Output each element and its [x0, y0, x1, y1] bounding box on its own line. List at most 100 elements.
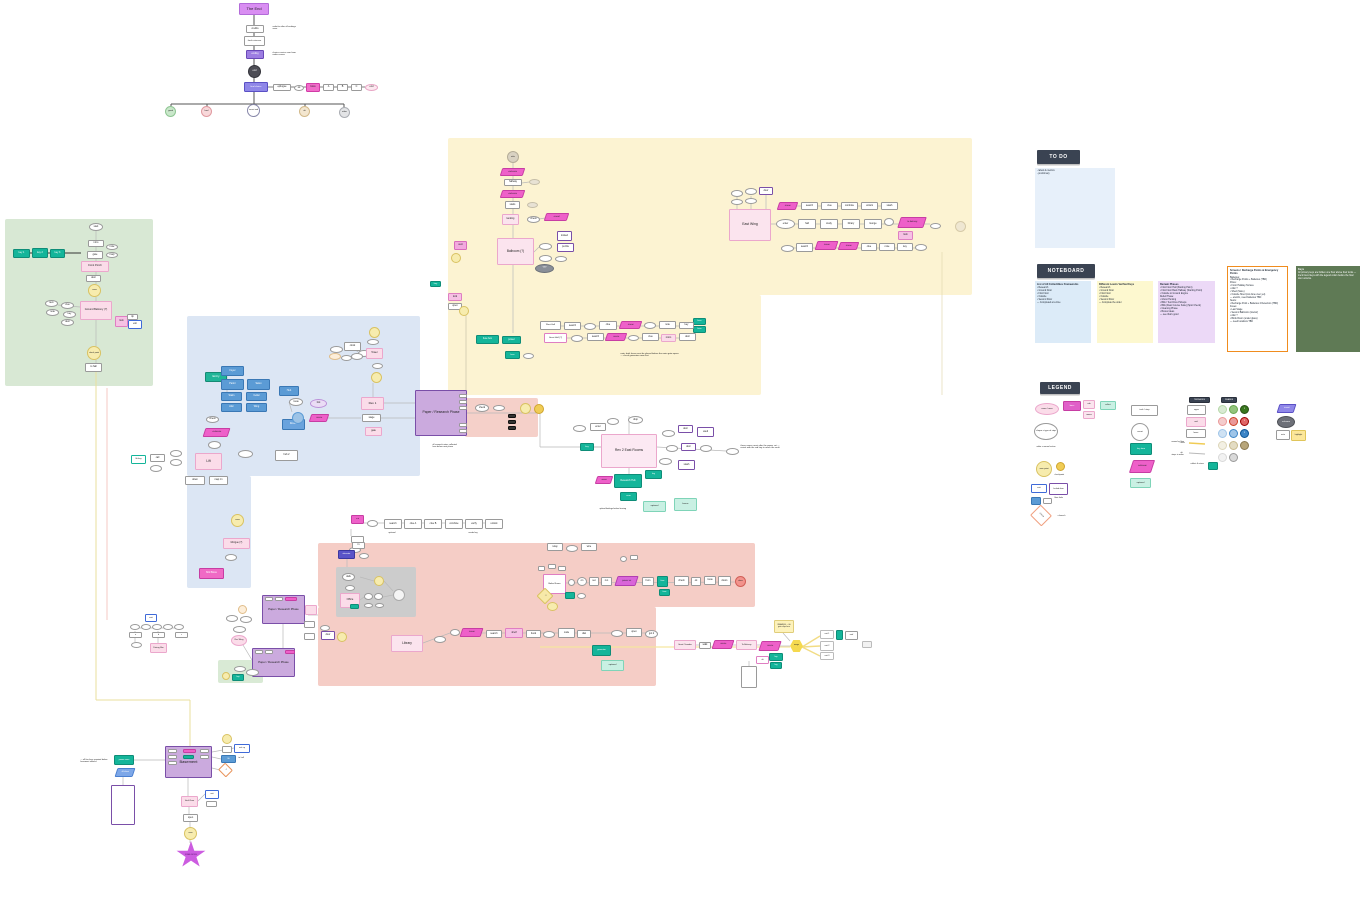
diagram-node[interactable] — [200, 755, 209, 759]
diagram-node[interactable]: key — [580, 443, 594, 451]
diagram-node[interactable]: Entry — [205, 372, 227, 382]
yellow-zone-upper[interactable] — [448, 138, 972, 295]
diagram-node[interactable]: run — [601, 577, 612, 586]
diagram-node[interactable] — [111, 785, 135, 825]
diagram-node[interactable] — [558, 566, 566, 571]
alt-ending[interactable]: alt — [299, 106, 310, 117]
diagram-node[interactable]: check — [674, 576, 689, 586]
diagram-node[interactable]: exit — [128, 320, 142, 329]
diagram-node[interactable]: mid — [1186, 417, 1206, 427]
diagram-node[interactable]: cutscene — [499, 168, 526, 176]
diagram-node[interactable]: a — [129, 632, 142, 638]
ground-balcony[interactable]: Ground Balcony (?) — [80, 301, 112, 320]
diagram-node[interactable] — [206, 801, 217, 807]
legend-room-swatch[interactable]: room / area — [1035, 403, 1059, 415]
diagram-node[interactable]: C — [351, 84, 362, 91]
diagram-node[interactable] — [234, 666, 246, 672]
diagram-node[interactable]: vault — [697, 427, 714, 437]
diagram-node[interactable]: scene — [604, 333, 628, 341]
diagram-node[interactable] — [1043, 498, 1052, 504]
legend-unknown-swatch[interactable]: unknown — [1277, 416, 1295, 428]
diagram-node[interactable]: library — [842, 219, 860, 229]
diagram-node[interactable]: alt — [756, 656, 769, 664]
diagram-node[interactable] — [152, 624, 162, 630]
diagram-node[interactable]: credits — [246, 25, 264, 33]
diagram-node[interactable]: 3 — [1240, 405, 1249, 414]
diagram-node[interactable] — [731, 199, 743, 205]
diagram-node[interactable] — [367, 520, 378, 527]
diagram-node[interactable] — [350, 604, 359, 609]
diagram-node[interactable] — [584, 323, 596, 330]
diagram-node[interactable]: key — [430, 281, 441, 287]
diagram-node[interactable]: attic — [507, 151, 519, 163]
diagram-node[interactable] — [862, 641, 872, 648]
diagram-node[interactable]: set — [589, 577, 599, 586]
diagram-node[interactable] — [275, 597, 283, 601]
diagram-node[interactable]: lower — [1186, 429, 1206, 438]
diagram-node[interactable] — [434, 636, 446, 643]
diagram-node[interactable]: lift down — [114, 768, 136, 777]
diagram-node[interactable] — [131, 642, 142, 648]
diagram-node[interactable]: fuse — [693, 318, 706, 325]
diagram-node[interactable]: exit 1 — [820, 630, 834, 639]
other-ending[interactable]: other — [339, 107, 350, 118]
diagram-node[interactable]: exit up — [234, 744, 250, 753]
diagram-node[interactable] — [571, 335, 583, 342]
legend-collectible-swatch[interactable]: collect — [1100, 401, 1116, 410]
diagram-node[interactable]: reveal — [543, 213, 570, 221]
diagram-node[interactable] — [538, 566, 545, 571]
diagram-node[interactable]: lock — [115, 316, 128, 327]
vault-door[interactable]: Vault Door — [181, 796, 198, 807]
diagram-node[interactable] — [304, 621, 315, 628]
diagram-node[interactable]: power — [502, 336, 521, 344]
diagram-node[interactable] — [662, 430, 675, 437]
diagram-node[interactable] — [520, 403, 531, 414]
diagram-node[interactable]: scene — [776, 202, 799, 210]
diagram-node[interactable] — [884, 218, 894, 226]
diagram-node[interactable]: hall — [798, 219, 816, 229]
diagram-node[interactable]: exit — [145, 614, 157, 622]
diagram-node[interactable] — [781, 245, 794, 252]
diagram-node[interactable] — [523, 353, 534, 359]
diagram-node[interactable]: landing — [502, 214, 519, 225]
diagram-node[interactable] — [174, 624, 184, 630]
diagram-node[interactable] — [304, 633, 315, 640]
diagram-node[interactable] — [451, 253, 461, 263]
diagram-node[interactable]: route — [289, 398, 303, 406]
diagram-node[interactable]: B — [337, 84, 348, 91]
diagram-node[interactable] — [222, 672, 230, 680]
diagram-node[interactable]: search — [801, 202, 818, 210]
diagram-node[interactable] — [527, 202, 538, 208]
lift-room[interactable]: Lift — [195, 453, 222, 470]
diagram-node[interactable]: roof — [845, 631, 858, 640]
paper-research-phase-1[interactable]: Paper / Research Phase — [415, 390, 467, 436]
diagram-node[interactable] — [630, 555, 638, 560]
diagram-node[interactable]: door — [678, 425, 693, 433]
diagram-node[interactable]: door — [86, 275, 101, 282]
diagram-node[interactable] — [375, 603, 384, 608]
diagram-node[interactable]: scene — [814, 241, 839, 250]
diagram-node[interactable]: fuse — [693, 326, 706, 333]
diagram-node[interactable] — [459, 306, 469, 316]
diagram-node[interactable] — [359, 553, 369, 559]
diagram-node[interactable]: end — [248, 65, 261, 78]
diagram-node[interactable] — [374, 576, 384, 586]
secret-ending[interactable]: secret end — [247, 104, 260, 117]
diagram-node[interactable] — [330, 346, 343, 353]
diagram-node[interactable] — [372, 363, 383, 369]
diagram-node[interactable]: note — [46, 309, 59, 316]
diagram-node[interactable]: shape = type of step — [1034, 423, 1058, 440]
diagram-node[interactable]: lift key — [131, 455, 146, 464]
diagram-node[interactable] — [459, 429, 467, 433]
morgue[interactable]: Morgue (?) — [223, 538, 250, 549]
legend-choice-swatch[interactable]: choice — [1030, 504, 1052, 527]
diagram-node[interactable]: Rev 1 — [361, 397, 384, 410]
diagram-node[interactable]: exit — [205, 790, 219, 799]
diagram-node[interactable]: lock — [448, 293, 462, 301]
diagram-node[interactable]: dial — [577, 630, 591, 638]
diagram-node[interactable]: scene — [594, 476, 614, 484]
diagram-node[interactable] — [150, 465, 162, 472]
diagram-node[interactable]: fuse — [657, 576, 668, 587]
diagram-node[interactable]: Rev Wing — [231, 635, 247, 646]
diagram-node[interactable]: cutscene — [202, 428, 231, 437]
